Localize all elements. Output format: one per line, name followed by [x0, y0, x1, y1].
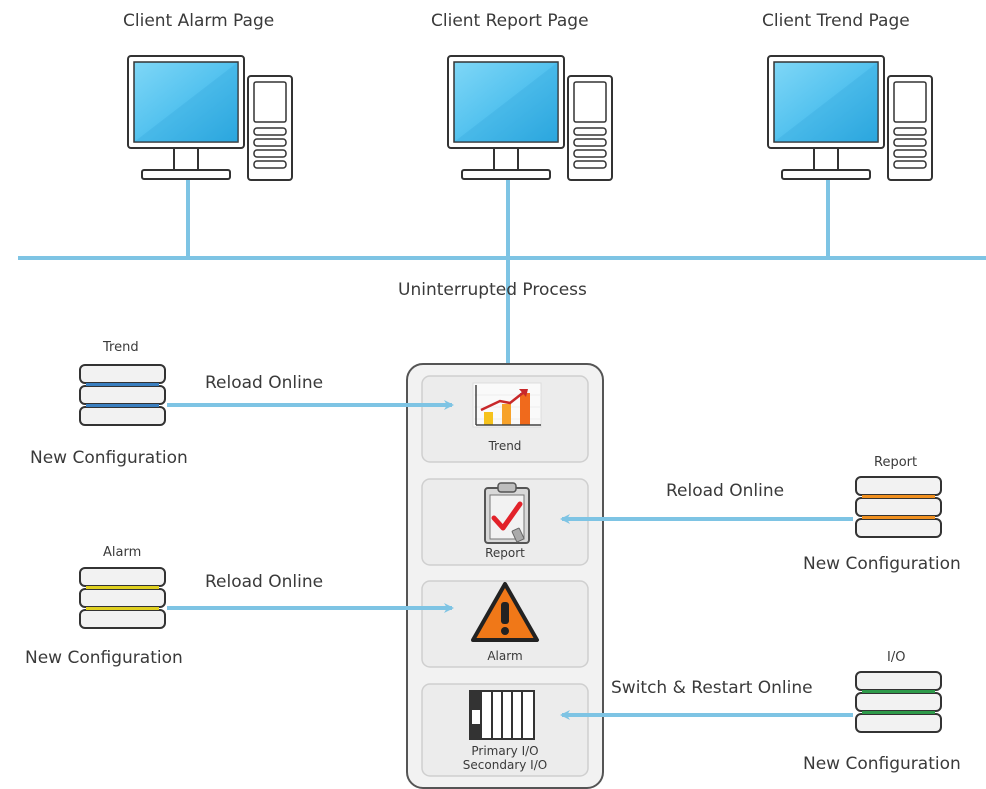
config-trend-stack — [79, 364, 166, 426]
module-io-secondary-label: Secondary I/O — [462, 758, 548, 772]
module-io-primary-label: Primary I/O — [471, 744, 539, 758]
client-report-computer — [447, 55, 613, 181]
config-report-caption: New Configuration — [803, 554, 961, 574]
config-trend-action: Reload Online — [205, 373, 324, 393]
client-trend-label: Client Trend Page — [762, 11, 910, 31]
config-report-action: Reload Online — [666, 481, 785, 501]
config-io-stack — [855, 671, 942, 733]
server-chassis — [406, 363, 604, 789]
trend-chart-icon — [472, 382, 542, 428]
client-report-label: Client Report Page — [431, 11, 589, 31]
config-trend-caption: New Configuration — [30, 448, 188, 468]
config-report-stack — [855, 476, 942, 538]
client-alarm-computer — [127, 55, 293, 181]
alarm-warning-icon — [471, 582, 539, 642]
config-trend-name: Trend — [103, 340, 139, 355]
config-alarm-action: Reload Online — [205, 572, 324, 592]
report-clipboard-icon — [484, 482, 530, 544]
config-alarm-caption: New Configuration — [25, 648, 183, 668]
config-io-action: Switch & Restart Online — [611, 678, 813, 698]
module-trend-label: Trend — [488, 439, 522, 453]
module-alarm-label: Alarm — [487, 649, 523, 663]
config-alarm-stack — [79, 567, 166, 629]
config-io-name: I/O — [887, 650, 906, 665]
process-label: Uninterrupted Process — [398, 280, 587, 300]
module-report-label: Report — [485, 546, 525, 560]
io-rack-icon — [469, 690, 535, 740]
client-alarm-label: Client Alarm Page — [123, 11, 275, 31]
config-report-name: Report — [874, 455, 918, 470]
config-alarm-name: Alarm — [103, 545, 142, 560]
client-trend-computer — [767, 55, 933, 181]
config-io-caption: New Configuration — [803, 754, 961, 774]
